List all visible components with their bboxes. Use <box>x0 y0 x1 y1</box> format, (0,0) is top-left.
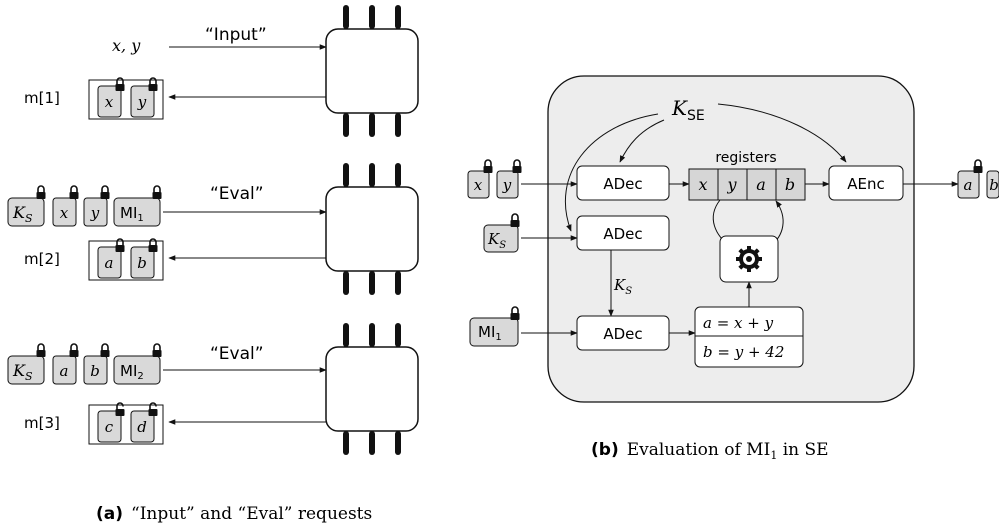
enclave-input-key: KS <box>487 230 506 251</box>
input-label-1: x, y <box>112 36 141 55</box>
aenc-box <box>828 165 904 201</box>
enclave-output-b: b <box>989 176 999 194</box>
output-envelope-1: x y <box>88 77 164 120</box>
output-label-2: m[2] <box>24 250 60 268</box>
lock-icon <box>509 213 521 228</box>
lock-icon <box>151 343 163 358</box>
output-label-3: m[3] <box>24 414 60 432</box>
mi-label: MI2 <box>120 362 144 382</box>
svg-text:ADec: ADec <box>603 225 642 243</box>
output-box-b: b <box>137 254 147 272</box>
right-panel: KSE x y ADec registers x y a b <box>467 75 999 462</box>
gear-icon <box>736 246 762 272</box>
lock-icon <box>35 185 47 200</box>
ks-flow-label: KS <box>613 276 632 297</box>
register-x: x <box>698 175 707 194</box>
lock-icon <box>35 343 47 358</box>
output-box-a: a <box>105 254 114 272</box>
adec-box-2 <box>576 215 670 251</box>
lock-icon <box>482 159 494 174</box>
output-box-x: x <box>105 93 114 111</box>
input-boxes-3: KS a b MI2 <box>7 343 163 385</box>
input-box-a: a <box>60 362 69 380</box>
lock-icon <box>151 185 163 200</box>
caption-b: (b)Evaluation of MI1 in SE <box>591 440 829 462</box>
key-label: K <box>12 361 26 380</box>
svg-text:KS: KS <box>12 361 33 383</box>
program-line-2: b = y + 42 <box>703 343 784 361</box>
request-label-3: “Eval” <box>210 344 264 364</box>
input-box-x: x <box>60 204 69 222</box>
lock-icon <box>68 343 80 358</box>
output-box-c: c <box>105 418 114 436</box>
lock-icon <box>511 159 523 174</box>
svg-text:ADec: ADec <box>603 175 642 193</box>
chip-1 <box>325 4 419 138</box>
output-box-d: d <box>137 418 147 436</box>
chip-3 <box>325 322 419 456</box>
chip-2 <box>325 162 419 296</box>
lock-icon <box>509 306 521 321</box>
registers-title: registers <box>715 150 776 166</box>
enclave-key-label: KSE <box>671 96 705 124</box>
lock-icon <box>972 159 984 174</box>
input-box-y: y <box>90 204 100 222</box>
mi-label: MI1 <box>120 204 144 224</box>
output-envelope-2: a b <box>88 238 164 281</box>
lock-icon <box>99 343 111 358</box>
input-box-b: b <box>90 362 100 380</box>
output-envelope-3: c d <box>88 402 164 445</box>
output-label-1: m[1] <box>24 89 60 107</box>
left-panel: x, y “Input” m[1] x y KS x y <box>7 4 419 524</box>
output-box-y: y <box>137 93 147 111</box>
request-label-2: “Eval” <box>210 184 264 204</box>
lock-icon <box>99 185 111 200</box>
svg-text:AEnc: AEnc <box>847 175 885 193</box>
register-b: b <box>785 175 795 194</box>
enclave-output-a: a <box>964 176 973 194</box>
program-line-1: a = x + y <box>703 314 774 332</box>
caption-a: (a)“Input” and “Eval” requests <box>96 504 372 524</box>
enclave-input-mi: MI1 <box>478 323 502 343</box>
enclave-input-y: y <box>502 176 512 194</box>
svg-text:KS: KS <box>12 203 33 225</box>
svg-text:ADec: ADec <box>603 325 642 343</box>
key-label: K <box>12 203 26 222</box>
enclave-input-x: x <box>474 176 483 194</box>
registers: x y a b <box>688 168 806 201</box>
input-boxes-2: KS x y MI1 <box>7 185 163 227</box>
register-y: y <box>726 175 737 194</box>
request-label-1: “Input” <box>205 25 267 45</box>
lock-icon <box>68 185 80 200</box>
adec-box-1 <box>576 165 670 201</box>
register-a: a <box>756 175 766 194</box>
